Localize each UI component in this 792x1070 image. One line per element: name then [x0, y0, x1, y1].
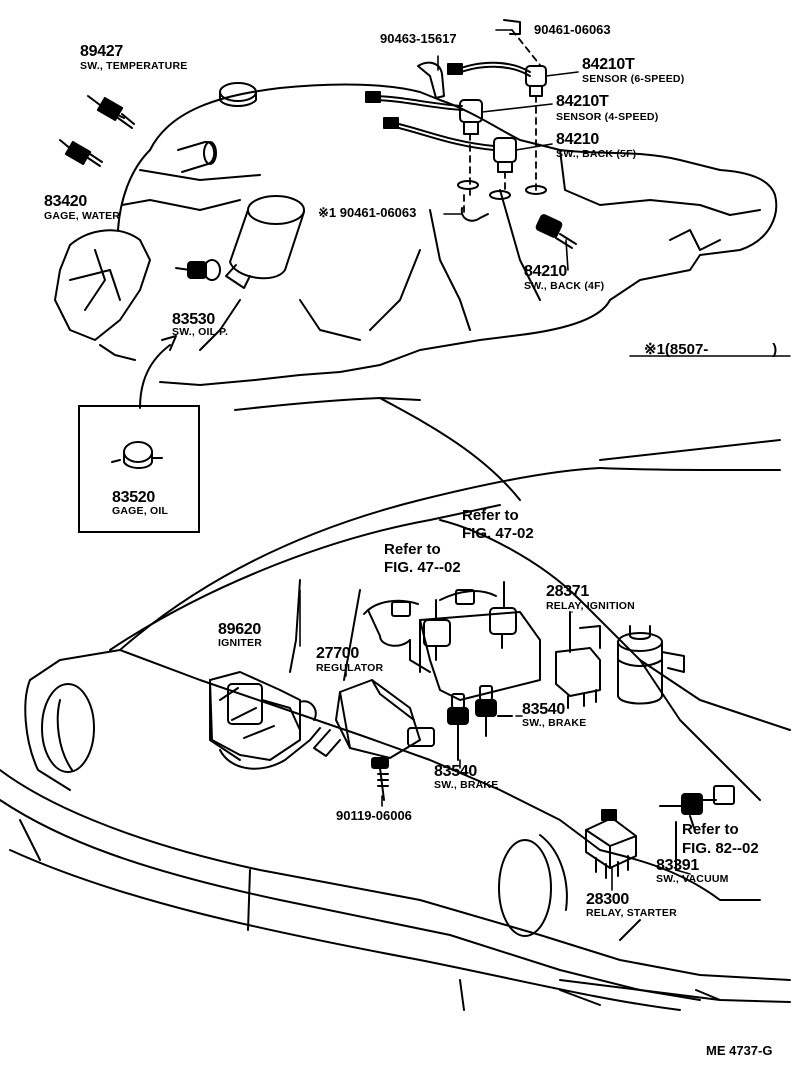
starter-relay-part-number: 28300 — [586, 891, 629, 908]
inset-pointer-arrow — [139, 335, 177, 409]
brake-switch-a-part-number: 83540 — [522, 701, 565, 718]
dashed-guide-lines — [463, 29, 541, 216]
oil-gage-inset-frame — [78, 405, 200, 533]
ignition-relay-part-number: 28371 — [546, 583, 589, 600]
vehicle-body-outline — [0, 397, 791, 1011]
variant-note-mark: ※1 — [644, 341, 665, 358]
engine-outline — [117, 82, 778, 386]
oil-gage-drawing — [111, 441, 163, 469]
temp-switch-part-number: 89427 — [80, 43, 123, 60]
water-gage-drawing — [59, 139, 103, 167]
vacuum-switch-name: SW., VACUUM — [656, 873, 729, 885]
clip-top-part-number: 90463-15617 — [380, 31, 457, 46]
bolt-drawing — [371, 757, 389, 801]
back-switch-4f-drawing — [535, 214, 577, 249]
clip-note-part-number: ※1 90461-06063 — [318, 205, 417, 220]
refer-to-c-line1: Refer to — [682, 821, 739, 838]
igniter-part-number: 89620 — [218, 621, 261, 638]
brake-switch-drawing — [447, 685, 513, 761]
bolt-part-number: 90119-06006 — [336, 808, 412, 823]
speed-sensor-wiring — [365, 19, 547, 173]
bay-bracket-drawing — [363, 581, 541, 701]
oil-pressure-switch-part-number: 83530 — [172, 311, 215, 328]
ignition-relay-drawing — [555, 611, 601, 709]
cooling-fan — [54, 229, 151, 361]
oil-pressure-switch-name: SW., OIL P. — [172, 326, 229, 338]
water-gage-name: GAGE, WATER — [44, 210, 121, 222]
brake-switch-b-name: SW., BRAKE — [434, 779, 499, 791]
variant-note-close: ) — [772, 341, 778, 358]
back-switch-4f-part-number: 84210 — [524, 263, 567, 280]
figure-code: ME 4737-G — [706, 1043, 773, 1058]
variant-note-range: (8507- — [664, 341, 709, 358]
refer-to-b-line2: FIG. 47--02 — [384, 559, 461, 576]
vacuum-switch-drawing — [659, 785, 735, 871]
refer-to-c-line2: FIG. 82--02 — [682, 840, 759, 857]
sensor-6speed-part-number: 84210T — [582, 56, 635, 73]
water-gage-part-number: 83420 — [44, 193, 87, 210]
back-switch-5f-part-number: 84210 — [556, 131, 599, 148]
sensor-4speed-name: SENSOR (4-SPEED) — [556, 111, 659, 123]
oil-pressure-switch-drawing — [175, 259, 221, 281]
back-switch-5f-name: SW., BACK (5F) — [556, 148, 637, 160]
igniter-drawing — [209, 579, 321, 770]
clip-right-part-number: 90461-06063 — [534, 22, 611, 37]
temperature-switch-drawing — [87, 95, 135, 129]
temp-switch-name: SW., TEMPERATURE — [80, 60, 188, 72]
ignition-relay-name: RELAY, IGNITION — [546, 600, 635, 612]
ignition-coil-drawing — [617, 625, 685, 705]
oil-gage-name: GAGE, OIL — [112, 505, 169, 517]
leader-lines — [299, 29, 791, 891]
refer-to-b-line1: Refer to — [384, 541, 441, 558]
refer-to-a-line2: FIG. 47-02 — [462, 525, 534, 542]
regulator-part-number: 27700 — [316, 645, 359, 662]
washers — [457, 180, 547, 222]
regulator-name: REGULATOR — [316, 662, 384, 674]
sensor-6speed-name: SENSOR (6-SPEED) — [582, 73, 685, 85]
vacuum-switch-part-number: 83391 — [656, 857, 699, 874]
starter-relay-name: RELAY, STARTER — [586, 907, 677, 919]
igniter-name: IGNITER — [218, 637, 262, 649]
oil-gage-part-number: 83520 — [112, 489, 155, 506]
regulator-drawing — [313, 589, 435, 759]
back-switch-4f-name: SW., BACK (4F) — [524, 280, 605, 292]
refer-to-a-line1: Refer to — [462, 507, 519, 524]
brake-switch-b-part-number: 83540 — [434, 763, 477, 780]
starter-relay-drawing — [585, 809, 637, 879]
sensor-4speed-part-number: 84210T — [556, 93, 609, 110]
brake-switch-a-name: SW., BRAKE — [522, 717, 587, 729]
variant-note: ※1(8507-) — [644, 342, 777, 357]
